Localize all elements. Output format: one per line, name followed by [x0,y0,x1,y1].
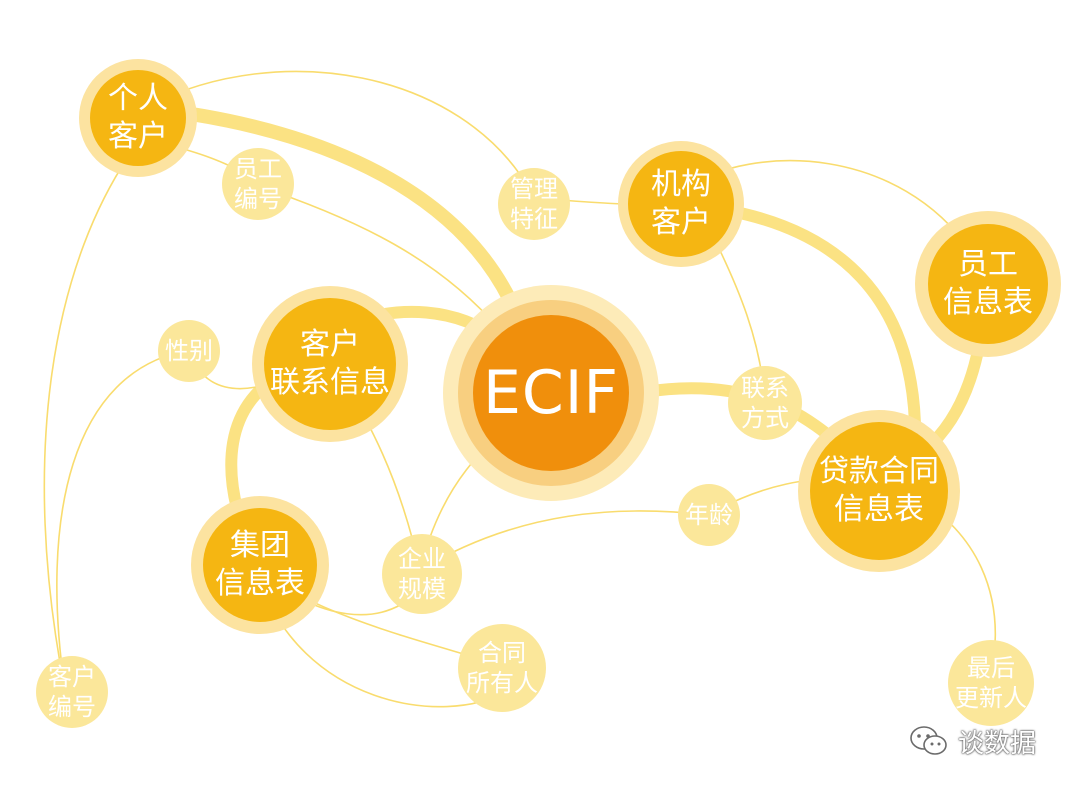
link-employee-id-ecif [254,184,501,331]
node-label: 编号 [234,185,282,213]
node-label: 信息表 [215,566,305,601]
node-label: 机构 [651,167,711,202]
contract-owner-node[interactable]: 合同 所有人 [458,624,546,712]
node-label: 客户 [651,205,711,240]
institution-customer-node[interactable]: 机构 客户 [628,151,734,257]
node-label: 客户 [48,663,96,691]
wechat-icon [910,726,947,755]
node-label: 特征 [510,205,558,233]
node-label: 年龄 [685,501,733,529]
contact-method-node[interactable]: 联系 方式 [728,366,802,440]
age-node[interactable]: 年龄 [678,484,740,546]
node-label: 员工 [234,155,282,183]
loan-contract-table-node[interactable]: 贷款合同 信息表 [810,422,948,560]
node-label: 集团 [230,528,290,563]
link-scale-age [419,510,709,571]
individual-customer-node[interactable]: 个人 客户 [90,70,186,166]
node-label: 企业 [398,545,446,573]
link-individual-customer-id [43,139,141,691]
employee-id-node[interactable]: 员工 编号 [222,148,294,220]
group-info-table-node[interactable]: 集团 信息表 [203,508,317,622]
link-individual-management [149,70,531,191]
node-label: 合同 [478,639,526,667]
node-label: 客户 [108,119,168,154]
node-label: 联系信息 [270,365,390,400]
node-label: 规模 [398,575,446,603]
ecif-center-node[interactable]: ECIF [473,315,629,471]
gender-node[interactable]: 性别 [158,320,220,382]
management-features-node[interactable]: 管理 特征 [498,168,570,240]
watermark-text: 谈数据 [958,728,1037,759]
customer-id-node[interactable]: 客户 编号 [36,656,108,728]
node-label: 管理 [510,175,558,203]
node-label: 最后 [967,654,1015,682]
last-updater-node[interactable]: 最后 更新人 [948,640,1034,726]
customer-contact-info-node[interactable]: 客户 联系信息 [264,298,396,430]
node-label: 个人 [108,81,168,116]
node-label: 员工 [958,247,1018,282]
node-label: 编号 [48,693,96,721]
node-label: 信息表 [834,492,924,527]
node-label: 更新人 [955,684,1027,712]
link-gender-customer-id [56,349,191,691]
link-institution-loan [684,199,922,456]
ecif-label: ECIF [482,358,619,428]
employee-table-node[interactable]: 员工 信息表 [928,224,1048,344]
node-label: 性别 [165,337,213,365]
node-label: 所有人 [466,669,538,697]
node-label: 联系 [741,374,789,402]
node-label: 贷款合同 [819,454,939,489]
link-individual-customer-ecif [141,101,517,307]
node-label: 信息表 [943,285,1033,320]
node-label: 客户 [300,327,360,362]
watermark: 谈数据 [908,719,1036,763]
enterprise-scale-node[interactable]: 企业 规模 [382,534,462,614]
node-label: 方式 [741,404,789,432]
